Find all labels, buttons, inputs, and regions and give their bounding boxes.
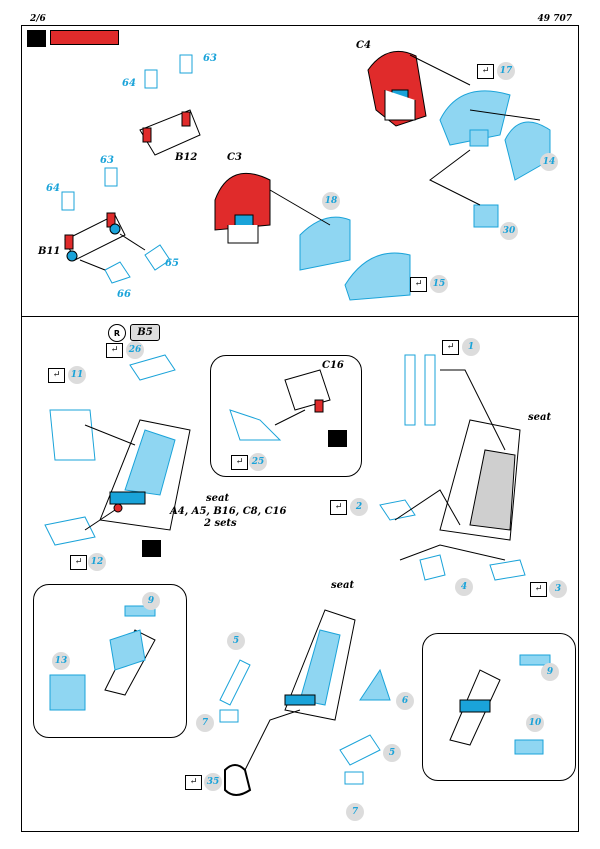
part-5a: 5	[227, 632, 245, 650]
check-icon: ↵	[106, 343, 123, 358]
bottom-instruction-panel	[21, 316, 579, 832]
check-icon: ↵	[70, 555, 87, 570]
part-14: 14	[540, 153, 558, 171]
fold-symbol-icon	[328, 430, 347, 447]
part-25: 25	[249, 453, 267, 471]
resin-ref-icon: R	[108, 324, 126, 342]
fold-symbol-icon	[27, 30, 46, 47]
check-icon: ↵	[48, 368, 65, 383]
part-6: 6	[396, 692, 414, 710]
part-14-panel	[504, 121, 551, 181]
part-7b: 7	[346, 803, 364, 821]
part-12: 12	[88, 553, 106, 571]
red-color-bar	[50, 30, 119, 45]
inset-c16	[210, 355, 362, 477]
part-30: 30	[500, 222, 518, 240]
c3-panel	[214, 172, 271, 231]
product-code: 49 707	[537, 14, 572, 24]
seat-bottom-label: seat	[331, 580, 355, 591]
part-4: 4	[455, 578, 473, 596]
part-15-panel	[344, 252, 411, 301]
part-63a: 63	[203, 53, 217, 64]
part-35-ring	[224, 764, 252, 796]
check-icon: ↵	[477, 64, 494, 79]
part-35: 35	[204, 773, 222, 791]
part-17: 17	[497, 62, 515, 80]
part-11: 11	[68, 366, 86, 384]
check-icon: ↵	[185, 775, 202, 790]
seat-right-label: seat	[528, 412, 552, 423]
label-c4: C4	[356, 40, 371, 51]
resin-ref-badge: B5	[130, 324, 160, 341]
part-26: 26	[126, 341, 144, 359]
part-18: 18	[322, 192, 340, 210]
part-9b: 9	[541, 663, 559, 681]
seat-left-sets: 2 sets	[204, 518, 237, 529]
check-icon: ↵	[530, 582, 547, 597]
page-number: 2/6	[30, 14, 46, 24]
check-icon: ↵	[330, 500, 347, 515]
part-13: 13	[52, 652, 70, 670]
label-c16: C16	[322, 360, 344, 371]
part-9a: 9	[142, 592, 160, 610]
part-2: 2	[350, 498, 368, 516]
part-15: 15	[430, 275, 448, 293]
seat-left-parts: A4, A5, B16, C8, C16	[170, 506, 287, 517]
part-66: 66	[117, 289, 131, 300]
part-64a: 64	[122, 78, 136, 89]
check-icon: ↵	[442, 340, 459, 355]
label-b12: B12	[175, 152, 198, 163]
label-c3: C3	[227, 152, 242, 163]
part-30-panel	[473, 204, 499, 228]
check-icon: ↵	[231, 455, 248, 470]
part-5b: 5	[383, 744, 401, 762]
part-10: 10	[526, 714, 544, 732]
label-b11: B11	[38, 246, 61, 257]
part-1: 1	[462, 338, 480, 356]
part-63b: 63	[100, 155, 114, 166]
inset-left	[33, 584, 187, 738]
fold-symbol-icon	[142, 540, 161, 557]
seat-left-label: seat	[206, 493, 230, 504]
part-3: 3	[549, 580, 567, 598]
check-icon: ↵	[410, 277, 427, 292]
part-65: 65	[165, 258, 179, 269]
part-64b: 64	[46, 183, 60, 194]
part-18-panel	[299, 216, 351, 271]
part-7a: 7	[196, 714, 214, 732]
inset-right	[422, 633, 576, 781]
